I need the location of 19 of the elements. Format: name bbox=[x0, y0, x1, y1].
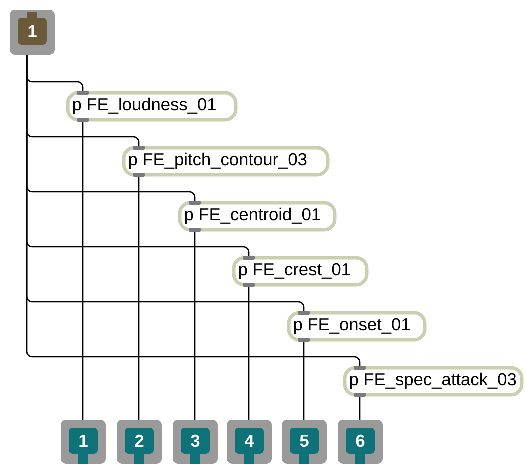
subpatch-object-box: p FE_onset_01 bbox=[287, 311, 427, 342]
outlet-box: 6 bbox=[338, 420, 383, 464]
patch-cord bbox=[82, 122, 84, 420]
patch-cord bbox=[138, 177, 140, 420]
outlet-box: 1 bbox=[61, 420, 106, 464]
outlet-box: 5 bbox=[282, 420, 327, 464]
subpatch-object-box: p FE_centroid_01 bbox=[178, 201, 337, 232]
subpatch-object-box: p FE_spec_attack_03 bbox=[343, 366, 524, 397]
patch-cord bbox=[194, 232, 196, 420]
subpatch-object-box: p FE_crest_01 bbox=[232, 256, 369, 287]
patch-cord bbox=[359, 397, 361, 420]
subpatch-object-box: p FE_loudness_01 bbox=[66, 91, 238, 122]
outlet-box: 4 bbox=[227, 420, 272, 464]
inlet-box: 1 bbox=[10, 10, 55, 55]
patch-cord bbox=[248, 287, 250, 420]
outlet-box: 3 bbox=[173, 420, 218, 464]
outlet-box: 2 bbox=[117, 420, 162, 464]
subpatch-object-box: p FE_pitch_contour_03 bbox=[122, 146, 330, 177]
patch-cord bbox=[303, 342, 305, 420]
